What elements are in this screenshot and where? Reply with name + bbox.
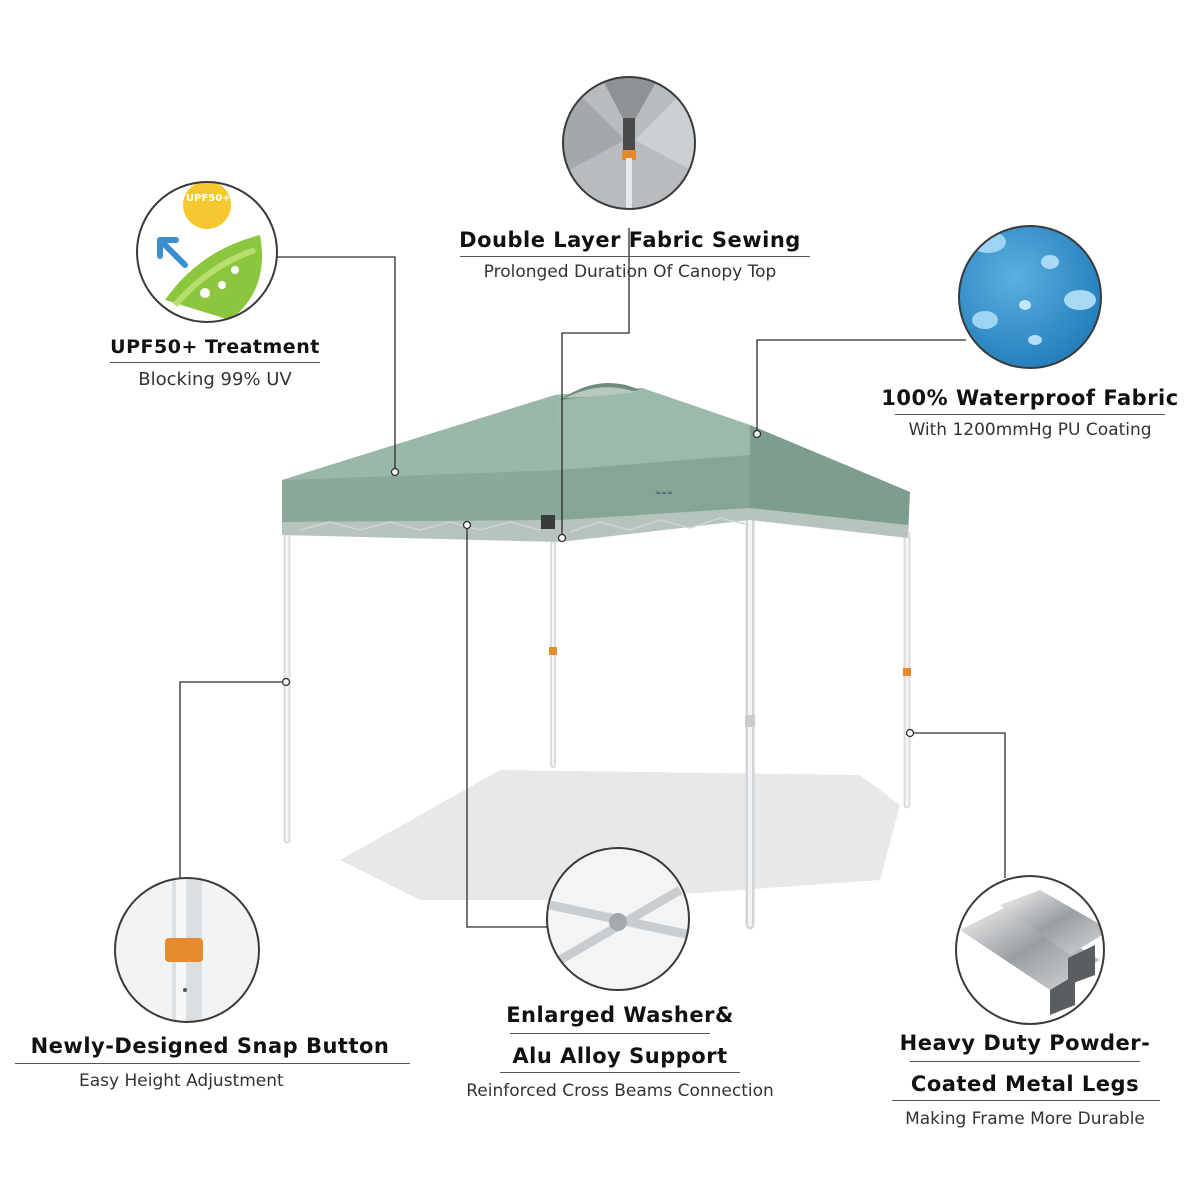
- snap-button-divider: [15, 1063, 410, 1064]
- snap-button-title: Newly-Designed Snap Button: [30, 1034, 390, 1058]
- snap-button-subtitle: Easy Height Adjustment: [79, 1071, 284, 1091]
- double-layer-feature: Double Layer Fabric Sewing Prolonged Dur…: [440, 228, 820, 282]
- legs-divider-2: [892, 1100, 1160, 1101]
- waterproof-subtitle: With 1200mmHg PU Coating: [908, 420, 1152, 440]
- legs-subtitle: Making Frame More Durable: [905, 1109, 1145, 1129]
- leader-lines: [179, 228, 1006, 928]
- svg-text:≈≈≈: ≈≈≈: [655, 489, 673, 497]
- double-layer-subtitle: Prolonged Duration Of Canopy Top: [483, 262, 777, 282]
- leader-dots: [281, 429, 915, 738]
- canopy-legs: [283, 510, 911, 930]
- washer-title-line2: Alu Alloy Support: [512, 1044, 728, 1068]
- washer-feature: Enlarged Washer& Alu Alloy Support Reinf…: [440, 1003, 800, 1101]
- waterproof-title: 100% Waterproof Fabric: [881, 386, 1179, 410]
- canopy-top: ≈≈≈: [282, 382, 910, 542]
- upf-feature: UPF50+ Treatment Blocking 99% UV: [85, 336, 345, 390]
- waterproof-feature: 100% Waterproof Fabric With 1200mmHg PU …: [870, 386, 1190, 440]
- upf-divider: [110, 362, 320, 363]
- snap-button-feature: Newly-Designed Snap Button Easy Height A…: [15, 1034, 410, 1091]
- legs-feature: Heavy Duty Powder- Coated Metal Legs Mak…: [880, 1031, 1170, 1129]
- upf-title: UPF50+ Treatment: [110, 336, 320, 358]
- washer-divider-2: [500, 1072, 740, 1073]
- upf-badge: UPF50+: [186, 193, 231, 204]
- washer-divider-1: [510, 1033, 710, 1034]
- waterproof-divider: [895, 414, 1165, 415]
- washer-subtitle: Reinforced Cross Beams Connection: [466, 1081, 774, 1101]
- ground-shadow: [340, 770, 900, 900]
- double-layer-callout-image: [562, 76, 696, 210]
- legs-divider-1: [910, 1061, 1140, 1062]
- waterproof-callout-image: [958, 225, 1102, 369]
- legs-title-line1: Heavy Duty Powder-: [899, 1031, 1151, 1055]
- legs-callout-image: [955, 875, 1105, 1025]
- upf-callout-image: [136, 181, 278, 323]
- upf-subtitle: Blocking 99% UV: [138, 369, 292, 390]
- snap-button-callout-image: [114, 877, 260, 1023]
- washer-callout-image: [546, 847, 690, 991]
- double-layer-title: Double Layer Fabric Sewing: [459, 228, 801, 252]
- legs-title-line2: Coated Metal Legs: [910, 1072, 1140, 1096]
- washer-title-line1: Enlarged Washer&: [506, 1003, 734, 1027]
- double-layer-divider: [460, 256, 810, 257]
